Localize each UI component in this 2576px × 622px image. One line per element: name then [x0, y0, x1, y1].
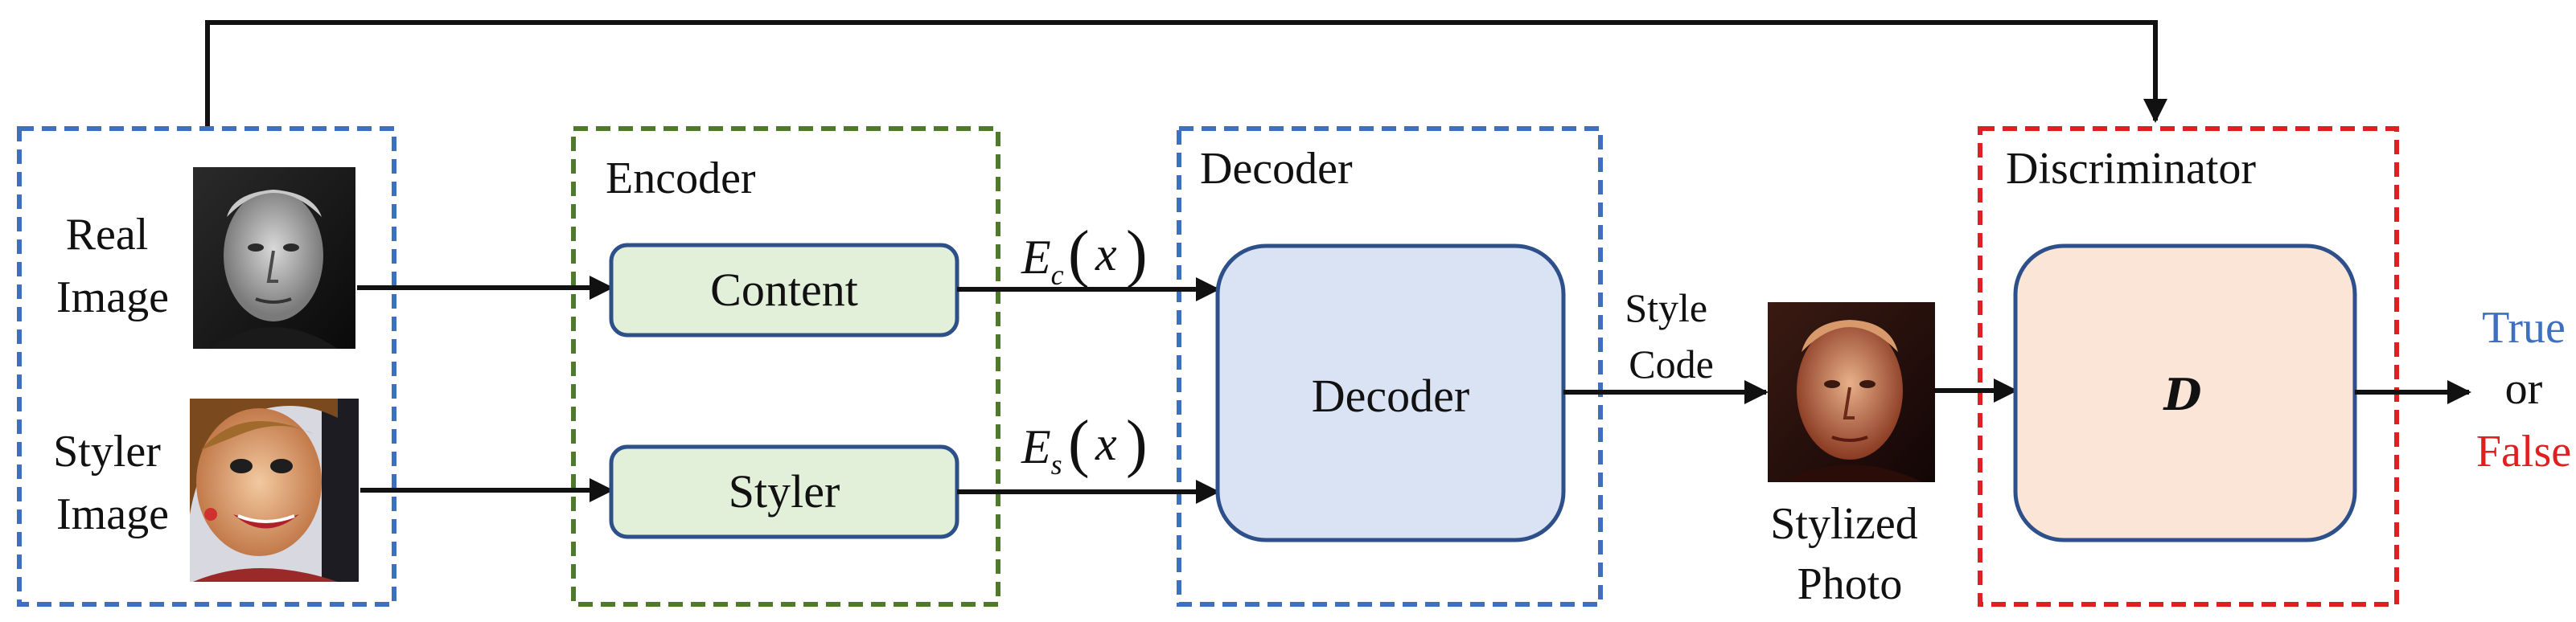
discriminator-group-box	[1978, 126, 2399, 607]
input-group-box	[17, 126, 396, 607]
stylized-photo-label: Stylized Photo	[1770, 499, 1929, 609]
svg-text:x: x	[1095, 227, 1117, 280]
discriminator-block-label: D	[2163, 369, 2202, 420]
svg-text:): )	[1126, 219, 1148, 289]
decoder-block-label: Decoder	[1312, 370, 1469, 422]
style-code-label: Style Code	[1625, 285, 1717, 387]
encoder-group-box	[571, 126, 1000, 607]
feedback-connector	[205, 20, 2167, 129]
encoder-title: Encoder	[606, 153, 756, 203]
styler-image-thumbnail	[190, 399, 359, 582]
false-label: False	[2476, 427, 2571, 477]
styler-encoder-label: Styler	[729, 465, 840, 518]
styler-image-label: Styler Image	[53, 427, 172, 539]
real-image-label: Real Image	[56, 210, 169, 322]
stylized-photo-thumbnail	[1768, 302, 1935, 482]
svg-text:Ec: Ec	[1021, 231, 1064, 291]
content-encoder-label: Content	[710, 264, 858, 316]
ec-x-label: Ec ( x )	[1021, 219, 1148, 291]
es-x-label: Es ( x )	[1021, 408, 1148, 481]
decoder-title: Decoder	[1200, 144, 1353, 194]
discriminator-title: Discriminator	[2006, 144, 2256, 194]
svg-text:Es: Es	[1021, 420, 1062, 481]
svg-text:x: x	[1095, 417, 1117, 470]
svg-text:): )	[1126, 408, 1148, 479]
decoder-group-box	[1177, 126, 1603, 607]
svg-text:(: (	[1068, 219, 1090, 289]
real-image-thumbnail	[193, 167, 355, 349]
true-label: True	[2482, 303, 2566, 353]
or-label: or	[2505, 364, 2543, 414]
svg-text:(: (	[1068, 408, 1090, 479]
